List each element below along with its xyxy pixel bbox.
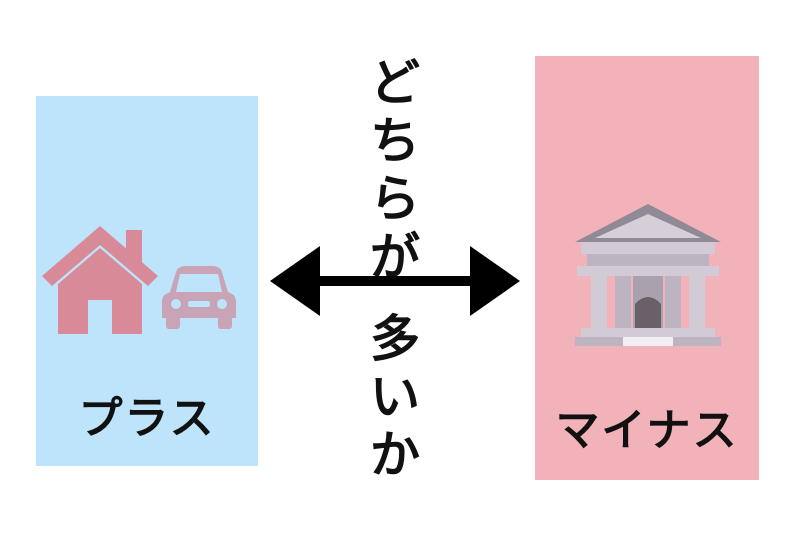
question-char: か: [370, 426, 420, 484]
house-icon: [40, 226, 160, 340]
question-char: 多: [370, 310, 420, 368]
question-char: ど: [370, 54, 420, 112]
question-bottom: 多 い か: [350, 310, 440, 484]
question-char: い: [370, 368, 420, 426]
question-char: ち: [370, 112, 420, 170]
question-top: ど ち ら が: [350, 54, 440, 286]
minus-label: マイナス: [555, 405, 739, 456]
bank-icon: [575, 204, 721, 350]
question-char: ら: [370, 170, 420, 228]
car-icon: [162, 264, 236, 334]
double-arrow-icon: [270, 246, 520, 320]
plus-label: プラス: [78, 393, 216, 444]
minus-panel: マイナス: [535, 56, 759, 480]
plus-panel: プラス: [36, 96, 258, 466]
